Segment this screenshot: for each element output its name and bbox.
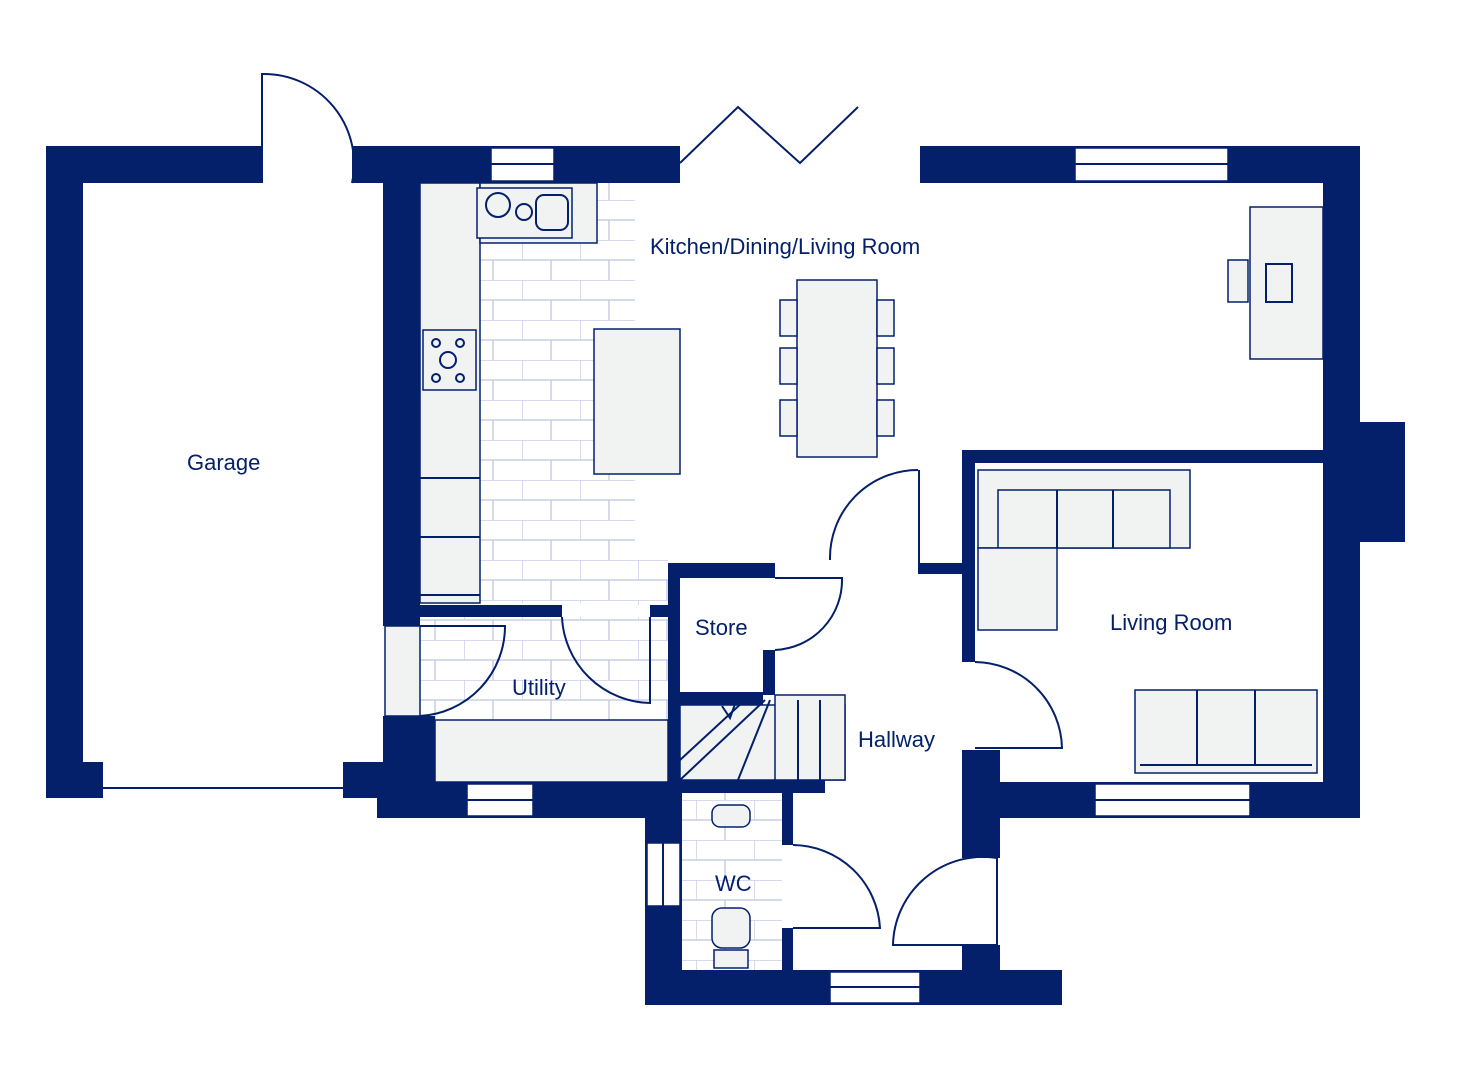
- kitchen-island: [593, 328, 681, 475]
- room-label-hallway: Hallway: [858, 727, 935, 752]
- room-label-store: Store: [695, 615, 748, 640]
- kitchen-units: [419, 182, 681, 783]
- staircase: [679, 694, 846, 781]
- sofas: [977, 469, 1318, 774]
- desk: [1227, 206, 1324, 360]
- basin-icon: [711, 804, 751, 828]
- room-label-wc: WC: [715, 871, 752, 896]
- dining-table: [779, 279, 895, 458]
- room-label-living: Living Room: [1110, 610, 1232, 635]
- doors: [261, 72, 1064, 946]
- windows: [103, 147, 1251, 1004]
- walls: [46, 146, 1405, 1005]
- room-label-garage: Garage: [187, 450, 260, 475]
- toilet-icon: [711, 907, 751, 949]
- hob-icon: [422, 329, 477, 391]
- wc-fixtures: [711, 804, 751, 969]
- room-label-utility: Utility: [512, 675, 566, 700]
- room-label-kitchen: Kitchen/Dining/Living Room: [650, 234, 920, 259]
